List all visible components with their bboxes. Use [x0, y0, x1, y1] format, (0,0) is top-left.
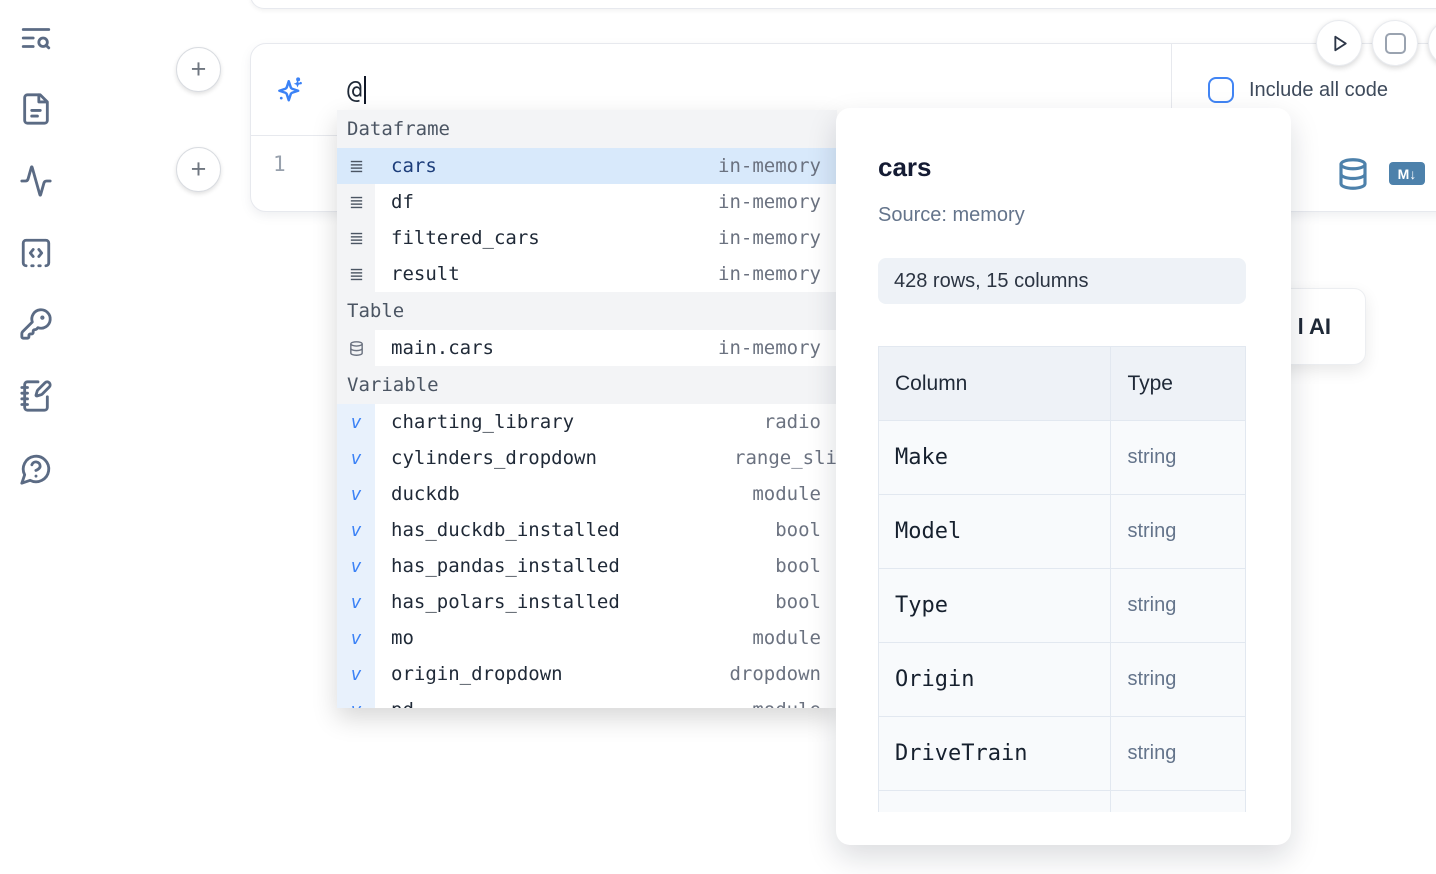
add-cell-below-button[interactable]: +: [176, 147, 221, 192]
code-editor[interactable]: 1: [251, 136, 1171, 211]
variable-icon: v: [337, 656, 375, 692]
type-header: Type: [1110, 346, 1246, 421]
code-snippet-icon[interactable]: [19, 236, 53, 270]
variable-icon: v: [337, 440, 375, 476]
text-cursor: [364, 75, 367, 104]
preview-shape-badge: 428 rows, 15 columns: [878, 258, 1246, 304]
table-row: Origin string: [878, 642, 1246, 717]
variable-icon: v: [337, 620, 375, 656]
dataframe-preview-panel: cars Source: memory 428 rows, 15 columns…: [836, 108, 1291, 845]
datasource-icon[interactable]: [1335, 156, 1371, 192]
table-row: Type string: [878, 568, 1246, 643]
previous-cell-edge: [250, 0, 1436, 9]
play-icon: [1333, 35, 1347, 51]
autocomplete-item-mo[interactable]: v mo module: [337, 620, 837, 656]
autocomplete-item-origin-dropdown[interactable]: v origin_dropdown dropdown: [337, 656, 837, 692]
autocomplete-item-result[interactable]: result in-memory: [337, 256, 837, 292]
variable-icon: v: [337, 692, 375, 708]
variable-icon: v: [337, 548, 375, 584]
variable-icon: v: [337, 476, 375, 512]
dataframe-icon: [337, 184, 375, 220]
stop-icon: [1384, 32, 1406, 54]
ai-button-label: l AI: [1297, 313, 1331, 339]
key-icon[interactable]: [19, 307, 53, 341]
help-chat-icon[interactable]: [19, 452, 53, 486]
autocomplete-item-cylinders-dropdown[interactable]: v cylinders_dropdown range_sli: [337, 440, 837, 476]
sparkles-icon: [278, 76, 302, 101]
add-cell-above-button[interactable]: +: [176, 47, 221, 92]
table-row: Model string: [878, 494, 1246, 569]
autocomplete-item-charting-library[interactable]: v charting_library radio: [337, 404, 837, 440]
stop-button[interactable]: [1372, 20, 1418, 66]
table-row: DriveTrain string: [878, 716, 1246, 791]
table-row: Make string: [878, 420, 1246, 495]
notebook-pen-icon[interactable]: [19, 379, 53, 413]
autocomplete-item-pd[interactable]: v pd module: [337, 692, 837, 708]
file-text-icon[interactable]: [19, 92, 53, 126]
variable-icon: v: [337, 512, 375, 548]
variable-icon: v: [337, 584, 375, 620]
ai-prompt-value: @: [347, 75, 363, 104]
autocomplete-dropdown: Dataframe cars in-memory df in-memory fi…: [337, 110, 837, 708]
section-header-table: Table: [337, 292, 837, 330]
activity-icon[interactable]: [19, 164, 53, 198]
autocomplete-item-cars[interactable]: cars in-memory: [337, 148, 837, 184]
autocomplete-item-filtered-cars[interactable]: filtered_cars in-memory: [337, 220, 837, 256]
table-db-icon: [337, 330, 375, 366]
table-row-partial: [878, 790, 1246, 812]
line-number: 1: [273, 152, 286, 176]
include-all-code-label: Include all code: [1249, 78, 1388, 101]
section-header-variable: Variable: [337, 366, 837, 404]
column-header: Column: [878, 346, 1112, 421]
variable-icon: v: [337, 404, 375, 440]
text-search-icon[interactable]: [19, 21, 53, 55]
preview-source: Source: memory: [878, 204, 1025, 226]
markdown-convert-icon[interactable]: M↓: [1389, 162, 1425, 185]
schema-table: Column Type Make string Model string Typ…: [878, 346, 1246, 812]
table-header-row: Column Type: [878, 346, 1246, 421]
preview-title: cars: [878, 152, 932, 182]
dataframe-icon: [337, 148, 375, 184]
autocomplete-item-duckdb[interactable]: v duckdb module: [337, 476, 837, 512]
autocomplete-item-has-duckdb-installed[interactable]: v has_duckdb_installed bool: [337, 512, 837, 548]
autocomplete-item-df[interactable]: df in-memory: [337, 184, 837, 220]
run-cell-button[interactable]: [1316, 20, 1362, 66]
section-header-dataframe: Dataframe: [337, 110, 837, 148]
dataframe-icon: [337, 256, 375, 292]
include-all-code-checkbox[interactable]: [1208, 77, 1234, 103]
autocomplete-item-main-cars[interactable]: main.cars in-memory: [337, 330, 837, 366]
autocomplete-item-has-polars-installed[interactable]: v has_polars_installed bool: [337, 584, 837, 620]
dataframe-icon: [337, 220, 375, 256]
autocomplete-item-has-pandas-installed[interactable]: v has_pandas_installed bool: [337, 548, 837, 584]
